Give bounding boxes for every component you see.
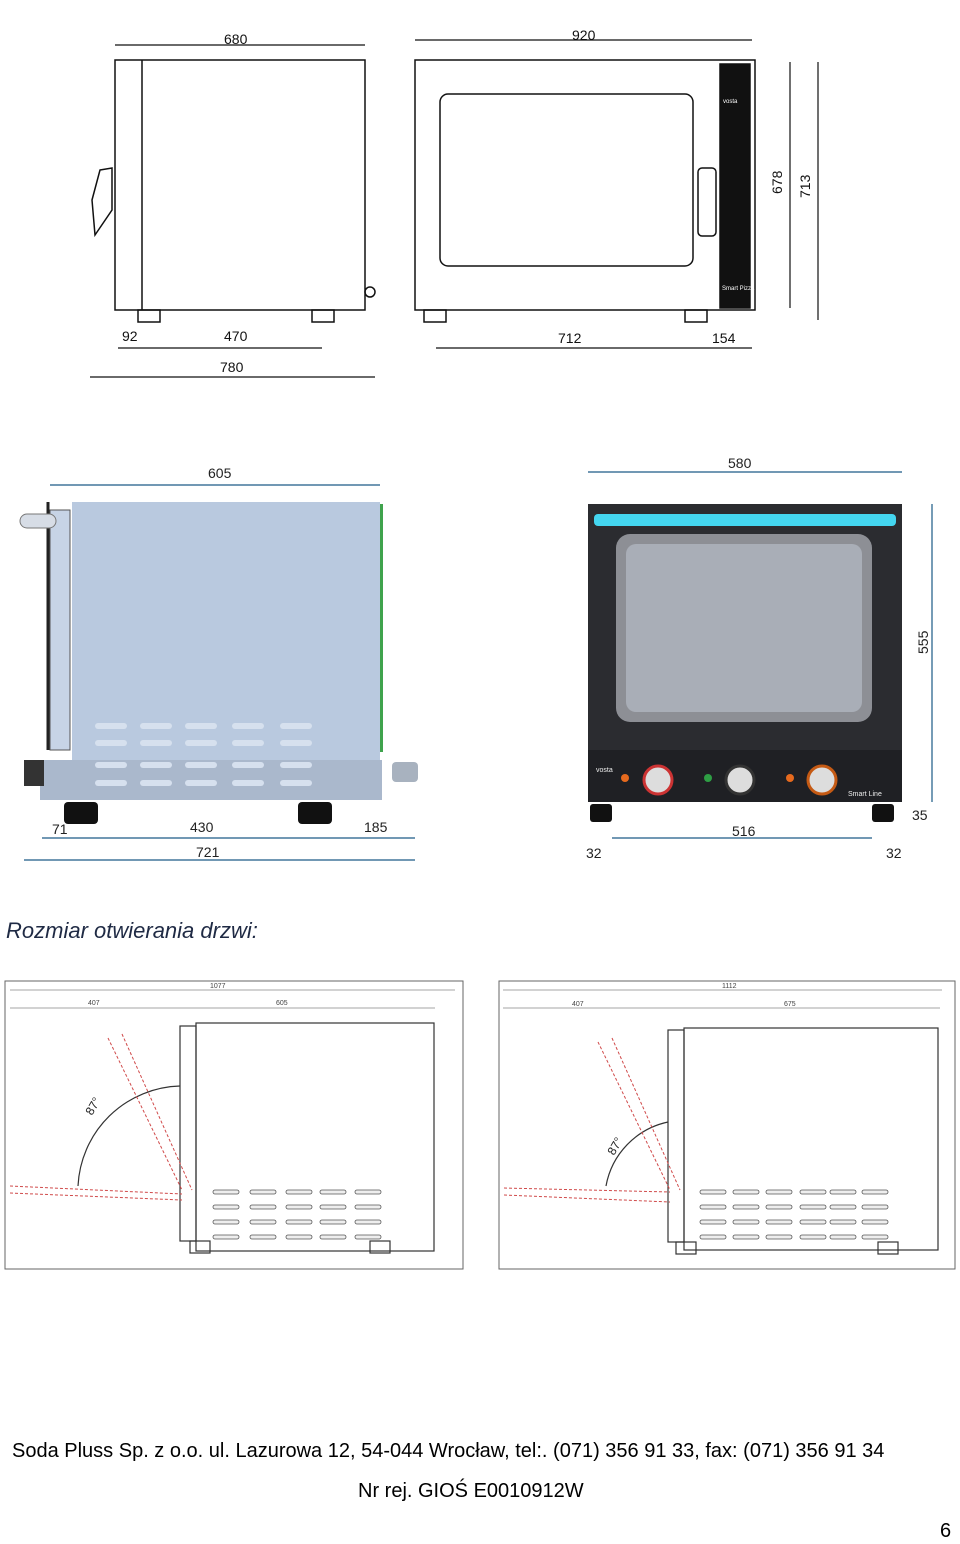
door1-right: 605 xyxy=(276,1000,288,1007)
dim-185: 185 xyxy=(364,819,388,835)
door2-right: 675 xyxy=(784,1001,796,1008)
control-panel xyxy=(719,63,751,309)
page-number: 6 xyxy=(940,1520,952,1542)
top-light xyxy=(594,514,896,526)
dim-555: 555 xyxy=(915,630,931,654)
door1-angle: 87° xyxy=(82,1095,103,1118)
dim-580: 580 xyxy=(728,455,752,471)
dim-920: 920 xyxy=(572,27,596,43)
section-caption: Rozmiar otwierania drzwi: xyxy=(6,918,258,943)
door1-left: 407 xyxy=(88,1000,100,1007)
dim-605: 605 xyxy=(208,465,232,481)
dim-680: 680 xyxy=(224,31,248,47)
panel-brand: vosta xyxy=(723,99,738,105)
dim-678: 678 xyxy=(769,170,785,194)
dim-35: 35 xyxy=(912,807,928,823)
front-body xyxy=(414,59,756,311)
side-panel xyxy=(72,502,380,800)
panel-line: Smart Pizza xyxy=(722,286,755,292)
oven-window xyxy=(439,93,694,267)
dim-154: 154 xyxy=(712,330,736,346)
dim-721: 721 xyxy=(196,844,220,860)
dim-430: 430 xyxy=(190,819,214,835)
panel2-brand: vosta xyxy=(596,767,613,774)
dim-32-right: 32 xyxy=(886,845,902,861)
door2-angle: 87° xyxy=(604,1135,625,1158)
dim-32-left: 32 xyxy=(586,845,602,861)
door2-total: 1112 xyxy=(722,983,737,990)
oven-drawing-middle: 605 580 555 35 71 430 185 721 32 516 32 … xyxy=(19,455,933,861)
dim-71: 71 xyxy=(52,821,68,837)
oven-handle xyxy=(697,167,717,237)
door-opening-drawings: 1077 407 605 87° 1112 407 675 87° xyxy=(4,980,956,1270)
oven-drawing-top: 680 920 92 470 780 712 154 678 713 vosta… xyxy=(90,27,819,378)
company-footer: Soda Pluss Sp. z o.o. ul. Lazurowa 12, 5… xyxy=(12,1440,885,1462)
door1-total: 1077 xyxy=(210,983,226,990)
door2-left: 407 xyxy=(572,1001,584,1008)
dim-516: 516 xyxy=(732,823,756,839)
dim-713: 713 xyxy=(797,174,813,198)
side-body xyxy=(114,59,366,311)
dim-470: 470 xyxy=(224,328,248,344)
dim-780: 780 xyxy=(220,359,244,375)
door-frame-left xyxy=(4,980,464,1270)
panel2-line: Smart Line xyxy=(848,791,882,798)
dim-92: 92 xyxy=(122,328,138,344)
front-window xyxy=(626,544,862,712)
door-frame-right xyxy=(498,980,956,1270)
door-handle xyxy=(91,167,113,238)
registration-number: Nr rej. GIOŚ E0010912W xyxy=(358,1480,584,1502)
dim-712: 712 xyxy=(558,330,582,346)
